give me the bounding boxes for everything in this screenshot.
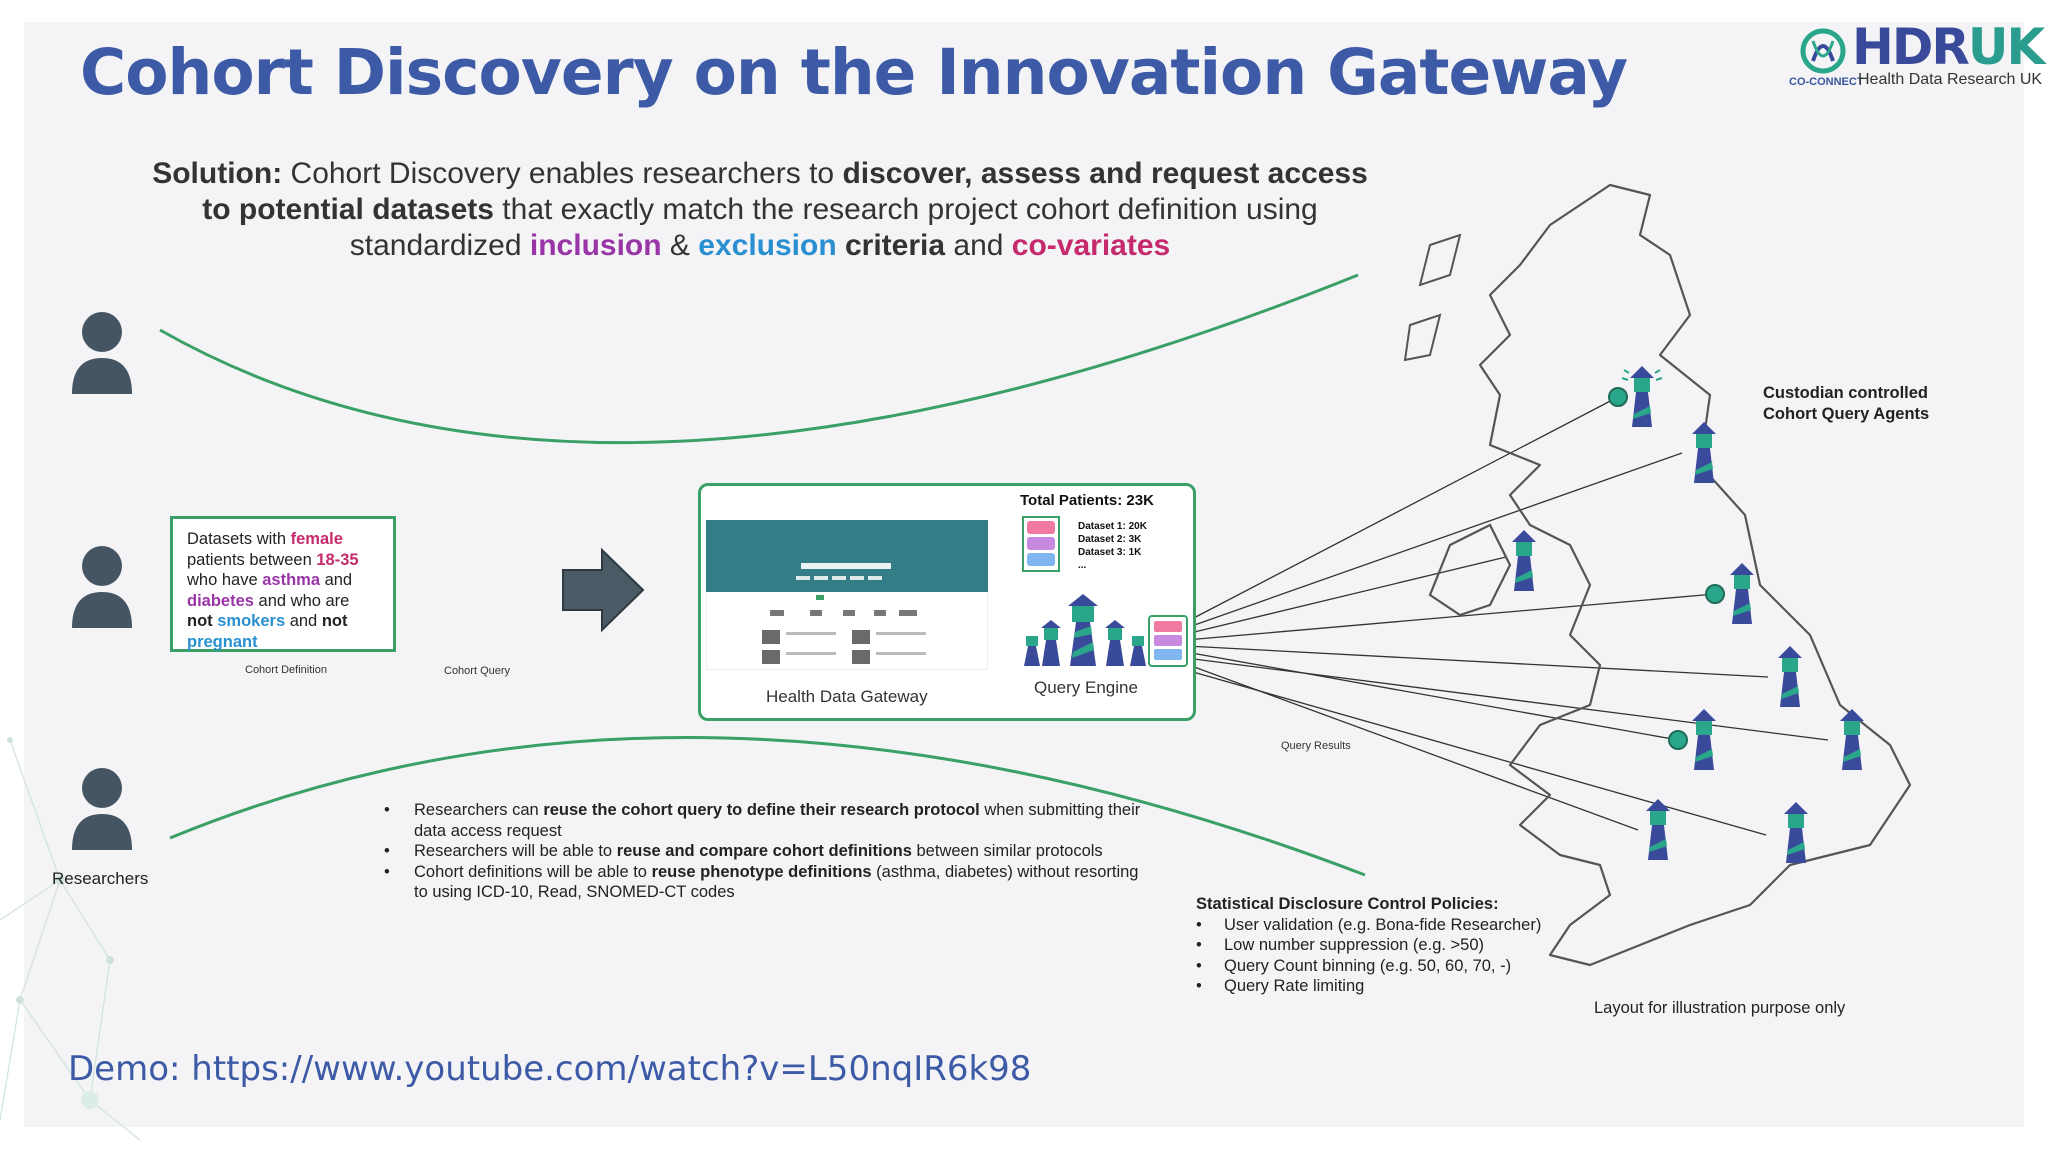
gateway-screenshot xyxy=(706,520,988,670)
lighthouse-icon xyxy=(1621,366,1663,427)
person-icon xyxy=(72,546,132,628)
lower-curve xyxy=(169,736,1366,877)
cohort-definition-caption: Cohort Definition xyxy=(245,664,327,676)
agent-node xyxy=(1608,387,1628,407)
lighthouse-icon xyxy=(1840,709,1864,770)
northern-ireland-outline xyxy=(1428,523,1512,617)
logo-co-connect: CO-CONNECT xyxy=(1789,76,1864,88)
agent-node xyxy=(1705,584,1725,604)
total-patients: Total Patients: 23K xyxy=(1020,492,1154,509)
researchers-label: Researchers xyxy=(52,869,149,888)
cohort-query-caption: Cohort Query xyxy=(444,665,511,677)
sdc-title: Statistical Disclosure Control Policies: xyxy=(1196,895,1499,913)
logo-wordmark: HDRUK xyxy=(1852,18,2045,76)
dataset-item: Dataset 3: 1K xyxy=(1078,547,1142,558)
list-item: Researchers will be able to reuse and co… xyxy=(384,841,1154,862)
dataset-item: Dataset 1: 20K xyxy=(1078,521,1147,532)
query-results-label: Query Results xyxy=(1281,740,1351,752)
person-icon xyxy=(72,768,132,850)
page-title: Cohort Discovery on the Innovation Gatew… xyxy=(80,36,1628,109)
dataset-stack-icon xyxy=(1022,516,1060,572)
query-connection-lines xyxy=(1185,396,1829,836)
logo-subtitle: Health Data Research UK xyxy=(1858,71,2043,88)
cohort-definition-box: Datasets with female patients between 18… xyxy=(170,516,396,652)
lighthouse-icon xyxy=(1730,563,1754,624)
dataset-item: Dataset 2: 3K xyxy=(1078,534,1142,545)
layout-note: Layout for illustration purpose only xyxy=(1594,999,1846,1017)
query-engine-lighthouses-icon xyxy=(1024,594,1188,667)
lighthouse-icon xyxy=(1784,802,1808,863)
network-decoration xyxy=(0,737,141,1141)
list-item: Researchers can reuse the cohort query t… xyxy=(384,800,1154,841)
hdruk-logo-icon xyxy=(1800,28,1846,74)
lighthouse-icon xyxy=(1692,422,1716,483)
agent-node xyxy=(1668,730,1688,750)
dataset-list: Dataset 1: 20K Dataset 2: 3K Dataset 3: … xyxy=(1078,520,1147,572)
uk-map xyxy=(1403,183,1912,967)
demo-link[interactable]: Demo: https://www.youtube.com/watch?v=L5… xyxy=(68,1049,1032,1089)
list-item: Low number suppression (e.g. >50) xyxy=(1196,935,1596,956)
person-icon xyxy=(72,312,132,394)
sdc-policies: Statistical Disclosure Control Policies:… xyxy=(1196,894,1596,997)
lighthouse-icon xyxy=(1646,799,1670,860)
dataset-item: ... xyxy=(1078,560,1087,571)
list-item: User validation (e.g. Bona-fide Research… xyxy=(1196,915,1596,936)
list-item: Query Rate limiting xyxy=(1196,976,1596,997)
gateway-label: Health Data Gateway xyxy=(766,687,928,706)
lighthouse-icon xyxy=(1512,530,1536,591)
list-item: Cohort definitions will be able to reuse… xyxy=(384,862,1154,903)
list-item: Query Count binning (e.g. 50, 60, 70, -) xyxy=(1196,956,1596,977)
query-arrow-icon xyxy=(562,547,645,633)
query-engine-label: Query Engine xyxy=(1034,678,1138,697)
lighthouse-icon xyxy=(1692,709,1716,770)
upper-curve xyxy=(159,273,1359,445)
islands-outline xyxy=(1403,233,1462,362)
benefits-list: Researchers can reuse the cohort query t… xyxy=(384,800,1154,903)
solution-statement: Solution: Cohort Discovery enables resea… xyxy=(152,157,1368,262)
lighthouse-icon xyxy=(1778,646,1802,707)
great-britain-outline xyxy=(1478,183,1912,967)
